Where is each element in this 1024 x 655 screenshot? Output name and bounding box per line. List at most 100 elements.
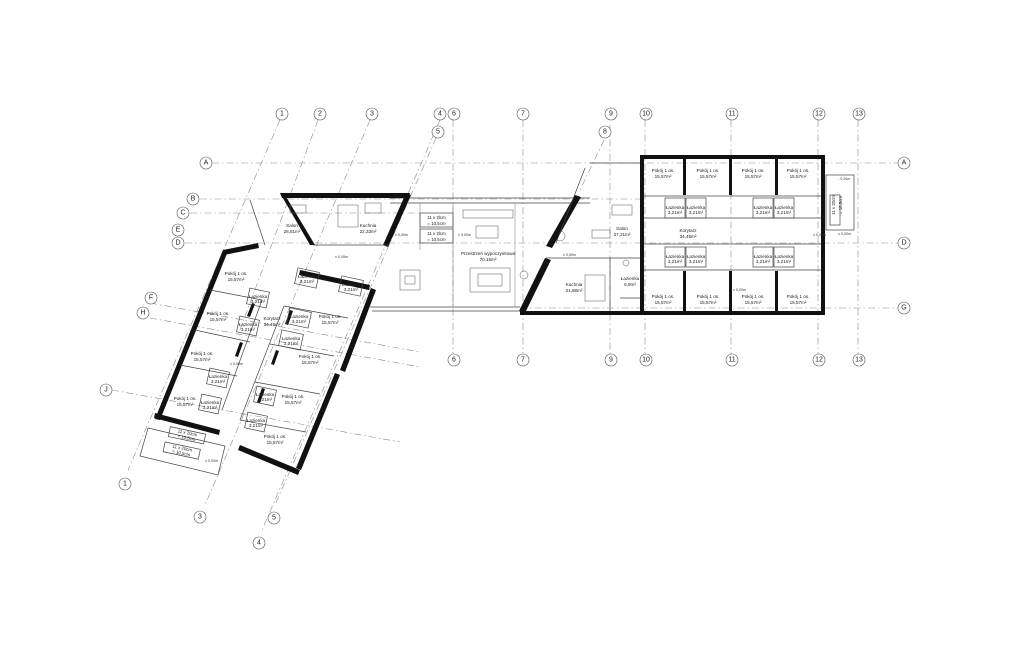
room-label-pokoj: Pokój 1 os. [787,294,810,299]
room-area-pokoj: 15,57m² [194,357,211,362]
stair-box-top-1 [419,212,454,228]
axis-label-D-left: D [175,240,180,247]
axis-label-C: C [180,210,185,217]
room-label-pokoj: Pokój 1 os. [697,168,720,173]
bathroom [773,197,795,219]
axis-label-6-mid: 6 [452,357,456,364]
room-label-lazienka: Łazienka [256,392,275,397]
bathroom [664,246,686,268]
bathroom [278,329,304,351]
bathroom [206,367,230,389]
room-label-lazienka: Łazienka [298,274,317,279]
level-mark: - 0,20m [838,177,850,181]
room-area-lazienka: 3,21m² [756,259,771,264]
axis-label-11: 11 [728,111,735,118]
level-mark: ± 0,00m [838,232,851,236]
room-area-lazienka: 3,21m² [284,341,299,346]
room-area-pokoj: 15,57m² [745,174,762,179]
room-area-salon-left: 28,81m² [284,229,301,234]
room-label-pokoj: Pokój 1 os. [319,314,342,319]
room-area-kuchnia-top: 22,33m² [360,229,377,234]
room-area-korytarz-left: 34,45m² [264,322,281,327]
gridline-2 [239,119,319,331]
axis-label-4-bottom: 4 [257,540,261,547]
axis-label-11-mid: 11 [728,357,735,364]
axis-label-5: 5 [436,129,440,136]
bathroom [752,197,774,219]
axis-label-10: 10 [642,111,650,118]
bathroom [198,393,222,415]
bathroom [253,385,277,407]
stair-box-right-line-1: 11 x 20cm [831,195,836,215]
plant-icon [519,270,529,280]
grid-bubbles: 1 2 3 4 5 6 7 8 9 10 11 12 13 6 7 9 10 1… [99,107,911,550]
room-area-pokoj: 15,57m² [790,174,807,179]
lounge-seating [469,267,511,293]
room-area-pokoj: 15,57m² [700,300,717,305]
dining-table [337,204,359,228]
axis-label-H: H [140,310,145,317]
room-area-lazienka: 3,21m² [777,259,792,264]
room-label-pokoj: Pokój 1 os. [282,394,305,399]
level-mark: ± 0,00m [230,362,243,366]
room-label-lazienka: Łazienka [666,254,685,259]
room-area-lazienka: 3,21m² [211,379,226,384]
room-label-lazienka: Łazienka [775,254,794,259]
right-wing: Pokój 1 os. 15,57m² Pokój 1 os. 15,57m² … [519,155,855,315]
bathroom [752,246,774,268]
axis-label-5-bottom: 5 [272,515,276,522]
axis-label-3-bottom: 3 [198,514,202,521]
room-area-pokoj: 15,57m² [285,400,302,405]
room-label-lazienka: Łazienka [209,374,228,379]
stair-box-top-2 [419,228,454,244]
room-area-lazienka: 3,21m² [668,259,683,264]
left-wing: Salon 28,81m² Kuchnia 22,33m² ± 0,00m ± … [139,193,411,476]
bathroom [773,246,795,268]
room-label-lazienka: Łazienka [282,336,301,341]
room-label-lazienka: Łazienka [342,282,361,287]
room-area-pokoj: 15,57m² [655,300,672,305]
room-area-przestrzen: 70,15m² [480,257,497,262]
room-area-salon-right: 27,21m² [614,232,631,237]
room-area-pokoj: 15,57m² [177,402,194,407]
bathroom [236,315,260,337]
room-area-pokoj: 15,57m² [267,440,284,445]
room-area-lazienka: 3,21m² [241,327,256,332]
gridline-8 [579,139,605,191]
diagonal-wall [519,258,551,313]
room-label-lazienka: Łazienka [247,418,266,423]
axis-label-1-bottom: 1 [123,481,127,488]
room-area-lazienka: 3,21m² [756,210,771,215]
sofa-furniture [462,209,514,219]
room-area-pokoj: 15,57m² [700,174,717,179]
axis-label-13-mid: 13 [855,357,863,364]
central-connector: 11 x 2lcm = 10,5cm 11 x 2lcm = 10,5cm Pr… [370,197,590,312]
axis-label-8: 8 [603,129,607,136]
room-label-korytarz: Korytarz [679,228,697,233]
axis-label-12: 12 [815,111,823,118]
room-label-kuchnia-top: Kuchnia [360,223,377,228]
room-area-pokoj: 15,57m² [655,174,672,179]
room-label-pokoj: Pokój 1 os. [697,294,720,299]
axis-label-9: 9 [609,111,613,118]
axis-label-F: F [149,295,153,302]
room-area-lazienka: 3,21m² [689,259,704,264]
axis-label-13: 13 [855,111,863,118]
stair-box-right-line-2: = 10,5cm [838,196,843,215]
level-mark: ± 0,00m [813,233,826,237]
bathroom [244,411,268,433]
level-mark: ± 0,00m [563,253,576,257]
table-furniture [399,269,421,291]
room-label-pokoj: Pokój 1 os. [299,354,322,359]
room-area-pokoj: 15,57m² [322,320,339,325]
level-mark: ± 0,00m [733,288,746,292]
room-area-pokoj: 15,57m² [210,317,227,322]
room-label-pokoj: Pokój 1 os. [207,311,230,316]
room-area-lazienka: 3,21m² [249,423,264,428]
stair-box-left-2-line-2: = 10,5cm [172,449,191,458]
room-area-kuchnia-right: 21,88m² [566,288,583,293]
room-label-pokoj: Pokój 1 os. [742,168,765,173]
bathroom [294,267,320,289]
axis-label-B: B [191,196,196,203]
bathroom [338,275,364,297]
